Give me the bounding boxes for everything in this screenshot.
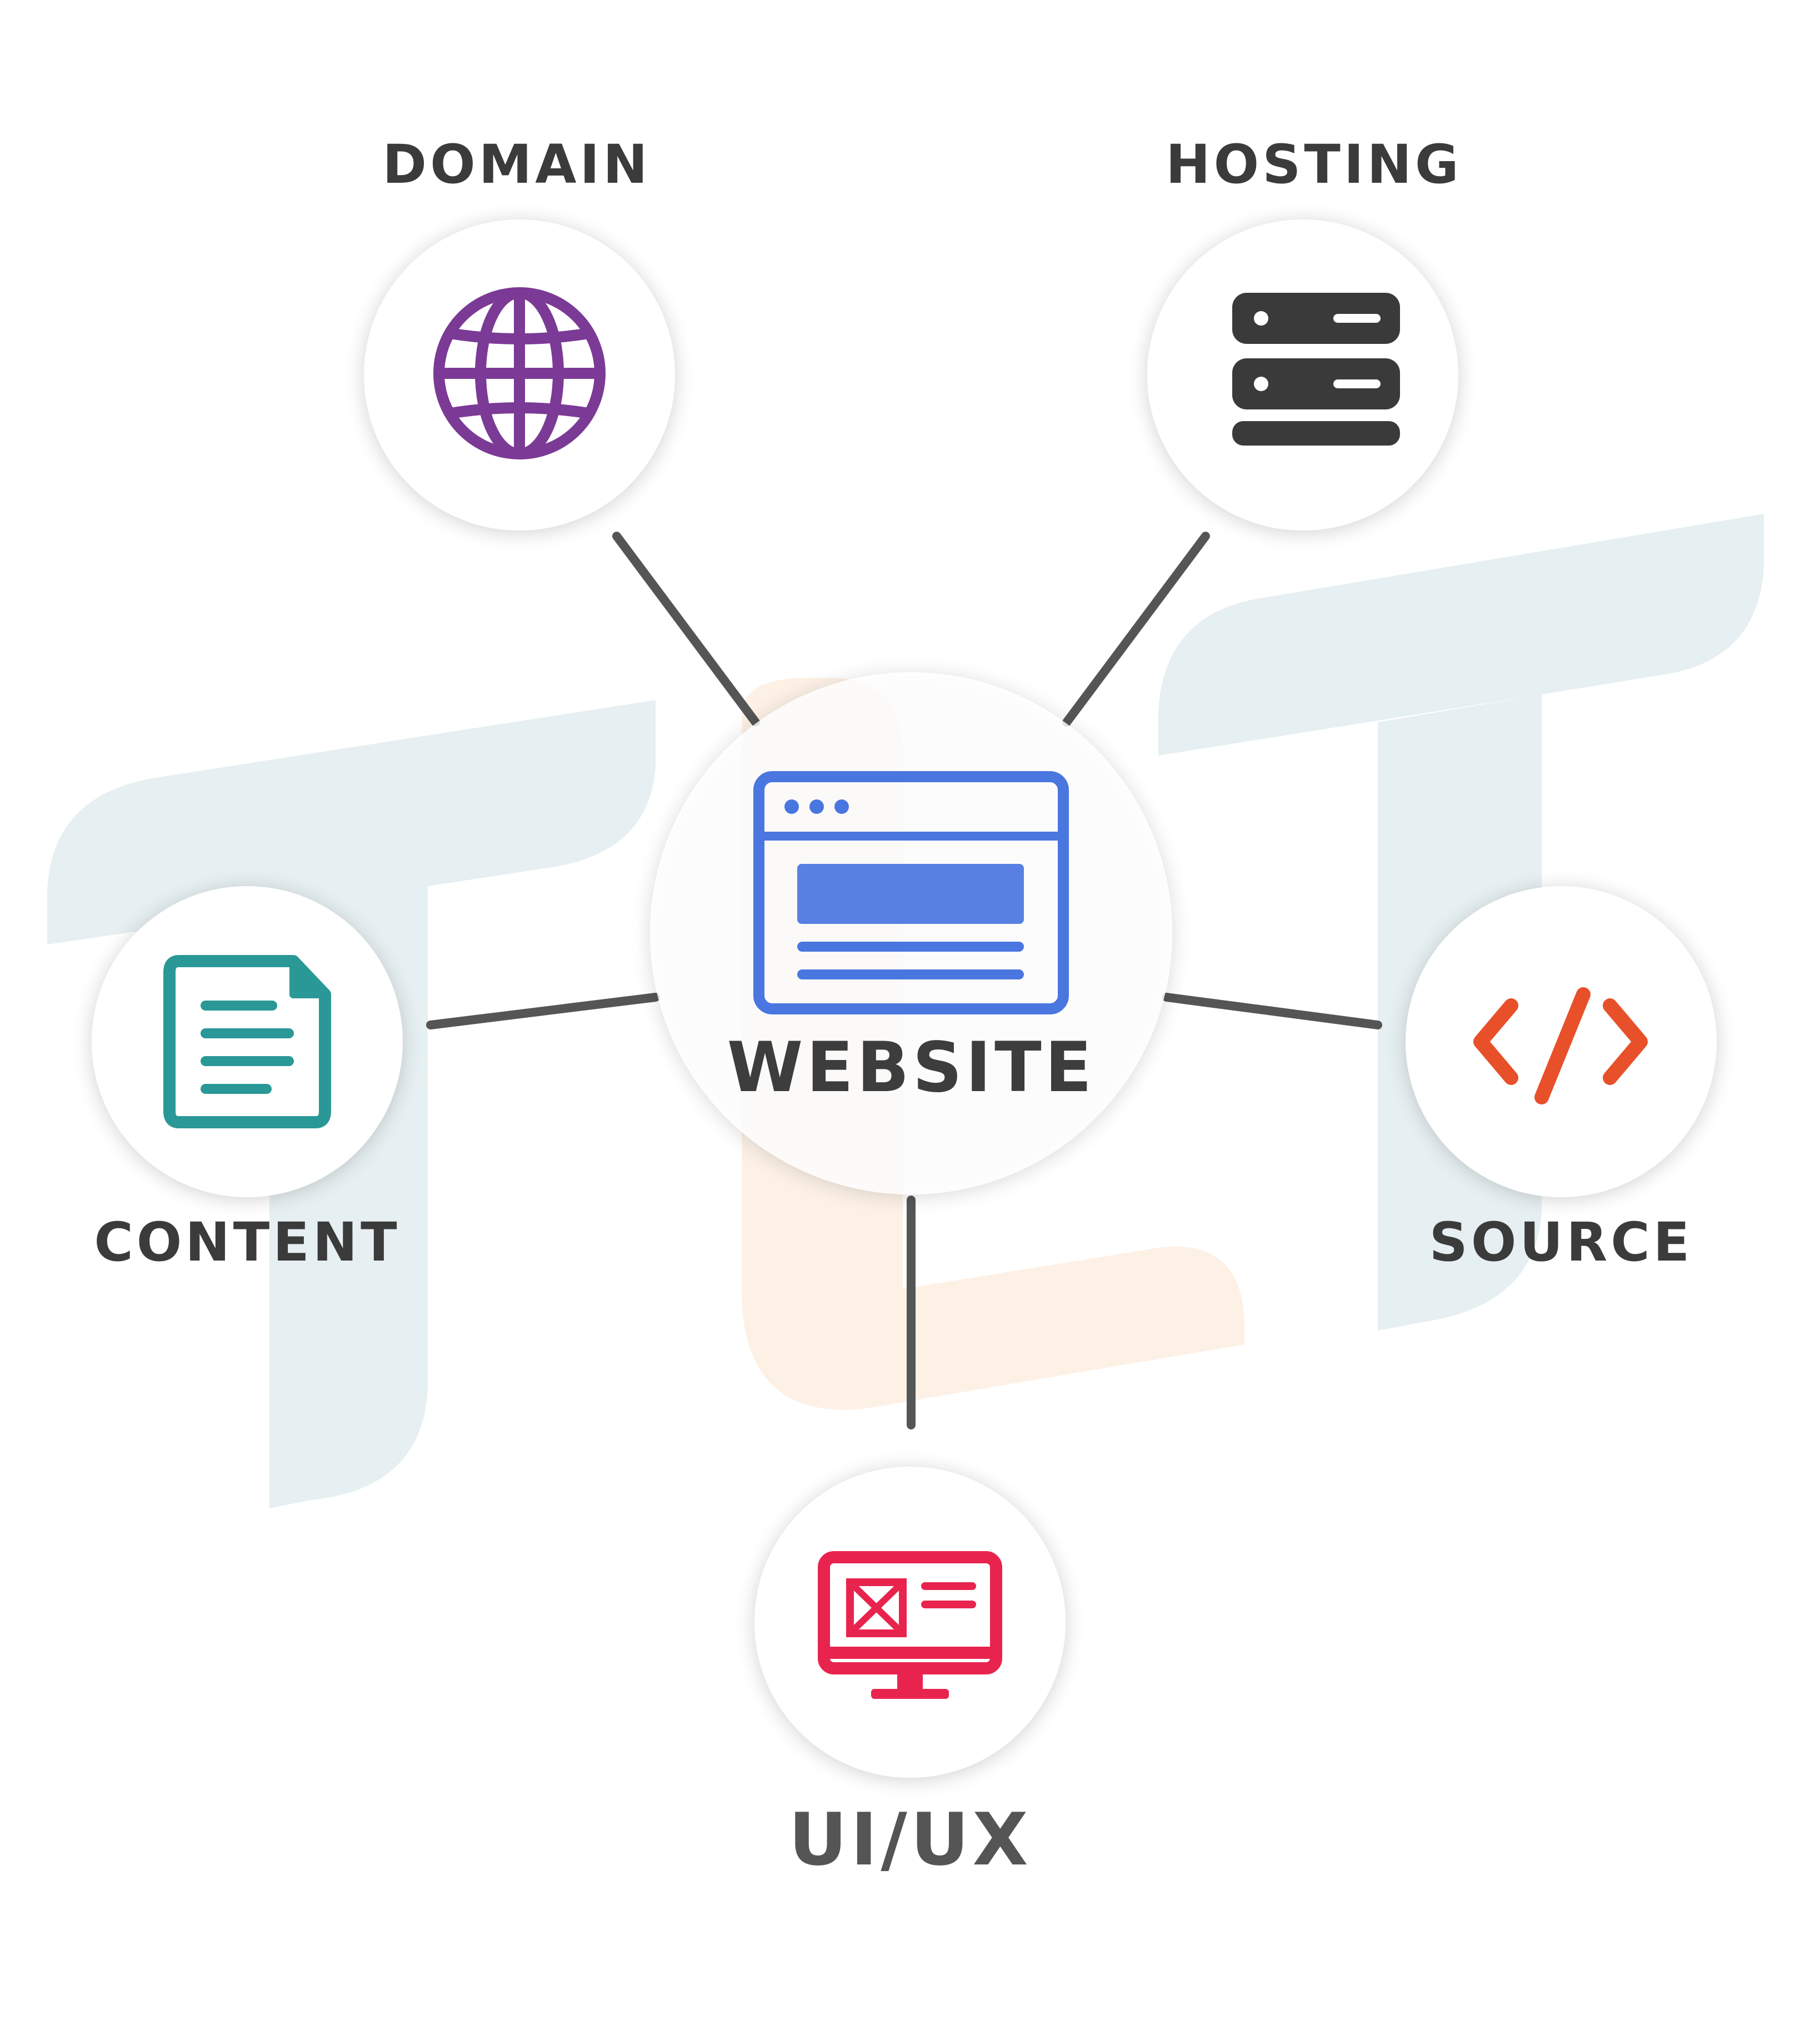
connector-source bbox=[1162, 993, 1382, 1029]
website-center-circle bbox=[650, 672, 1172, 1194]
monitor-wireframe-icon bbox=[818, 1551, 1002, 1699]
globe-icon bbox=[433, 287, 606, 459]
watermark-right-t-bar bbox=[1158, 514, 1764, 756]
document-icon bbox=[163, 955, 331, 1128]
connector-hosting bbox=[1062, 532, 1210, 727]
connector-content bbox=[426, 993, 660, 1029]
browser-window-icon bbox=[753, 771, 1069, 1014]
uiux-node-circle bbox=[754, 1467, 1066, 1778]
domain-label: DOMAIN bbox=[382, 133, 651, 196]
connectors bbox=[426, 532, 1382, 1429]
content-label: CONTENT bbox=[94, 1211, 401, 1273]
connector-domain bbox=[612, 532, 760, 727]
server-icon bbox=[1232, 293, 1400, 446]
hosting-label: HOSTING bbox=[1166, 133, 1462, 196]
content-node-circle bbox=[92, 886, 403, 1197]
website-label: WEBSITE bbox=[727, 1028, 1096, 1108]
watermark-left-t-bar bbox=[47, 700, 656, 944]
uiux-label: UI/UX bbox=[788, 1797, 1032, 1882]
source-label: SOURCE bbox=[1429, 1211, 1693, 1273]
code-tag-icon bbox=[1473, 987, 1648, 1104]
